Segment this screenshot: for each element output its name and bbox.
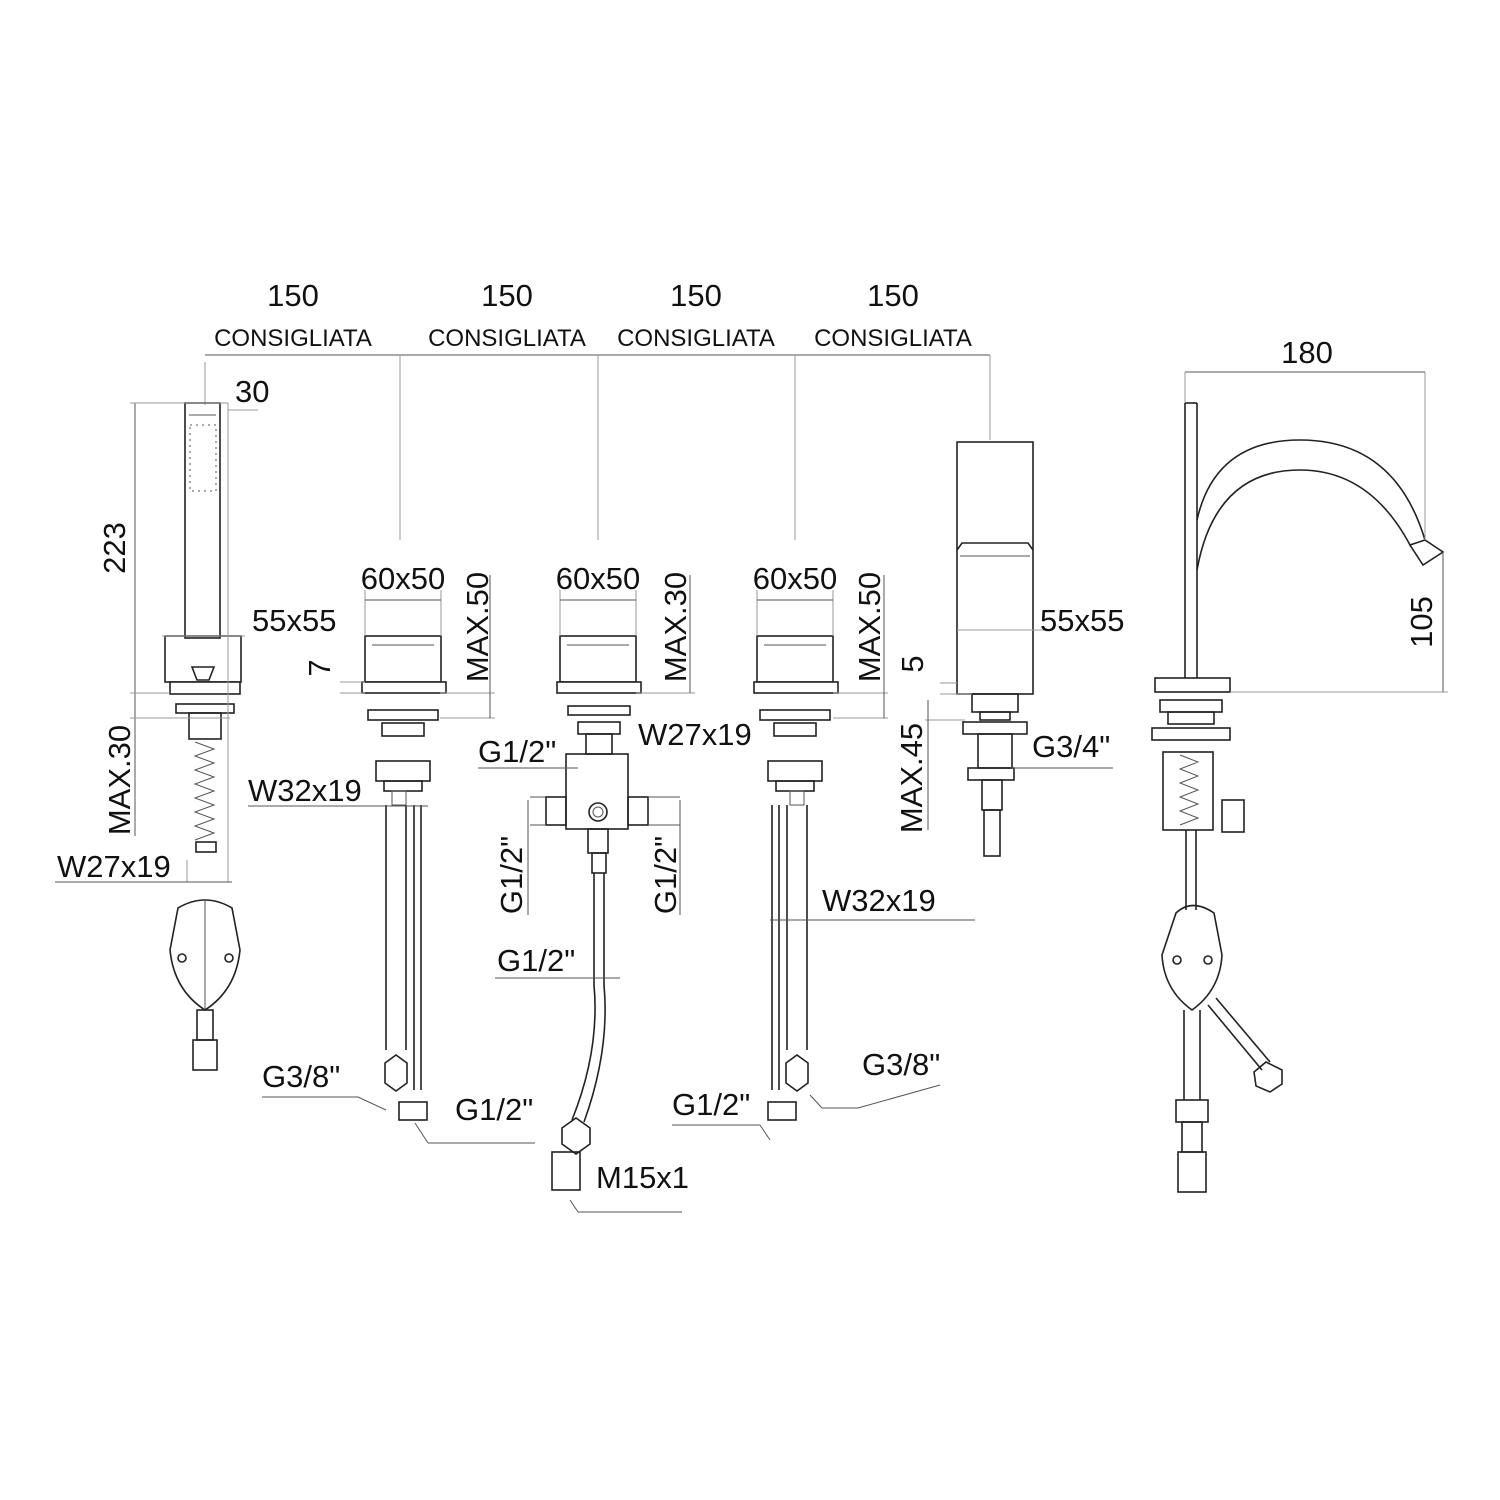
right-valve-size: 60x50 (753, 561, 837, 596)
hand-shower-max-deck: MAX.30 (102, 725, 137, 835)
diverter-max-deck: MAX.30 (658, 572, 693, 682)
spacing-4-value: 150 (867, 278, 919, 313)
side-view-reach: 180 (1281, 335, 1333, 370)
left-valve-drawing (248, 575, 535, 1144)
spout-base: 55x55 (1040, 603, 1124, 638)
spacing-3-value: 150 (670, 278, 722, 313)
left-valve-size: 60x50 (361, 561, 445, 596)
right-valve-drawing (672, 575, 975, 1141)
diverter-size: 60x50 (556, 561, 640, 596)
spout-gap: 5 (895, 655, 930, 672)
hand-shower-drawing (55, 402, 258, 1071)
spacing-dimension-chain (204, 354, 991, 540)
left-valve-nut: W32x19 (248, 773, 362, 808)
diverter-top-conn: G1/2" (478, 734, 556, 769)
right-valve-out-conn: G1/2" (672, 1087, 750, 1122)
spacing-4-note: CONSIGLIATA (814, 325, 972, 352)
diverter-nut: W27x19 (638, 717, 752, 752)
diverter-drawing (478, 575, 695, 1213)
side-view-drawing (1151, 371, 1448, 1193)
spacing-1-value: 150 (267, 278, 319, 313)
right-valve-nut: W32x19 (822, 883, 936, 918)
hand-shower-base: 55x55 (252, 603, 336, 638)
spacing-2-value: 150 (481, 278, 533, 313)
spacing-1-note: CONSIGLIATA (214, 325, 372, 352)
left-valve-out-conn: G1/2" (455, 1092, 533, 1127)
diverter-left-conn: G1/2" (494, 836, 529, 914)
left-valve-gap: 7 (302, 659, 337, 676)
diverter-right-conn: G1/2" (648, 836, 683, 914)
left-valve-max-deck: MAX.50 (460, 572, 495, 682)
right-valve-max-deck: MAX.50 (852, 572, 887, 682)
hand-shower-nut: W27x19 (57, 849, 171, 884)
diverter-hose-end: M15x1 (596, 1160, 689, 1195)
spout-conn: G3/4" (1032, 729, 1110, 764)
right-valve-hose-conn: G3/8" (862, 1047, 940, 1082)
left-valve-hose-conn: G3/8" (262, 1059, 340, 1094)
spacing-3-note: CONSIGLIATA (617, 325, 775, 352)
hand-shower-head-width: 30 (235, 374, 269, 409)
spout-max-deck: MAX.45 (894, 723, 929, 833)
spout-front-drawing (925, 441, 1113, 857)
spacing-2-note: CONSIGLIATA (428, 325, 586, 352)
hand-shower-height: 223 (97, 522, 132, 574)
diverter-bottom-conn: G1/2" (497, 943, 575, 978)
side-view-height: 105 (1404, 596, 1439, 648)
